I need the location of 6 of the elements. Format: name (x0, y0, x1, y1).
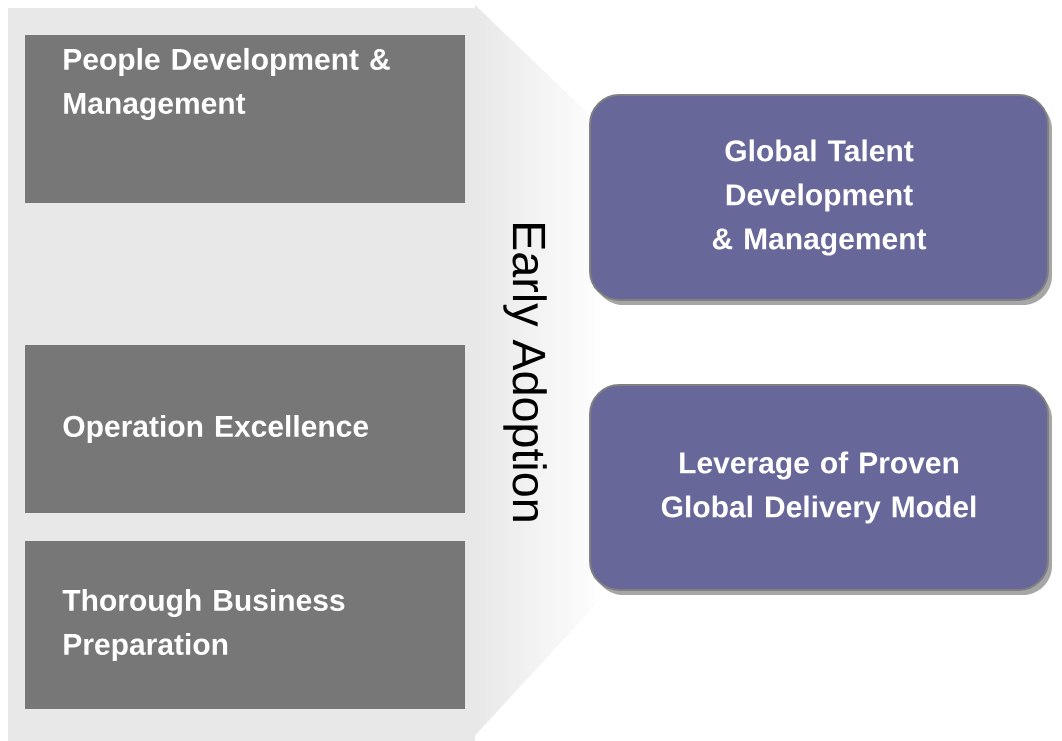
process-box: People Development & Management (25, 35, 465, 203)
rounded-box: Leverage of Proven Global Delivery Model (589, 384, 1052, 595)
process-box: Operation Excellence (25, 345, 465, 513)
node-label: Early Adoption (503, 224, 547, 521)
rounded-box: Global Talent Development & Management (589, 94, 1052, 305)
process-box: Thorough Business Preparation (25, 541, 465, 709)
